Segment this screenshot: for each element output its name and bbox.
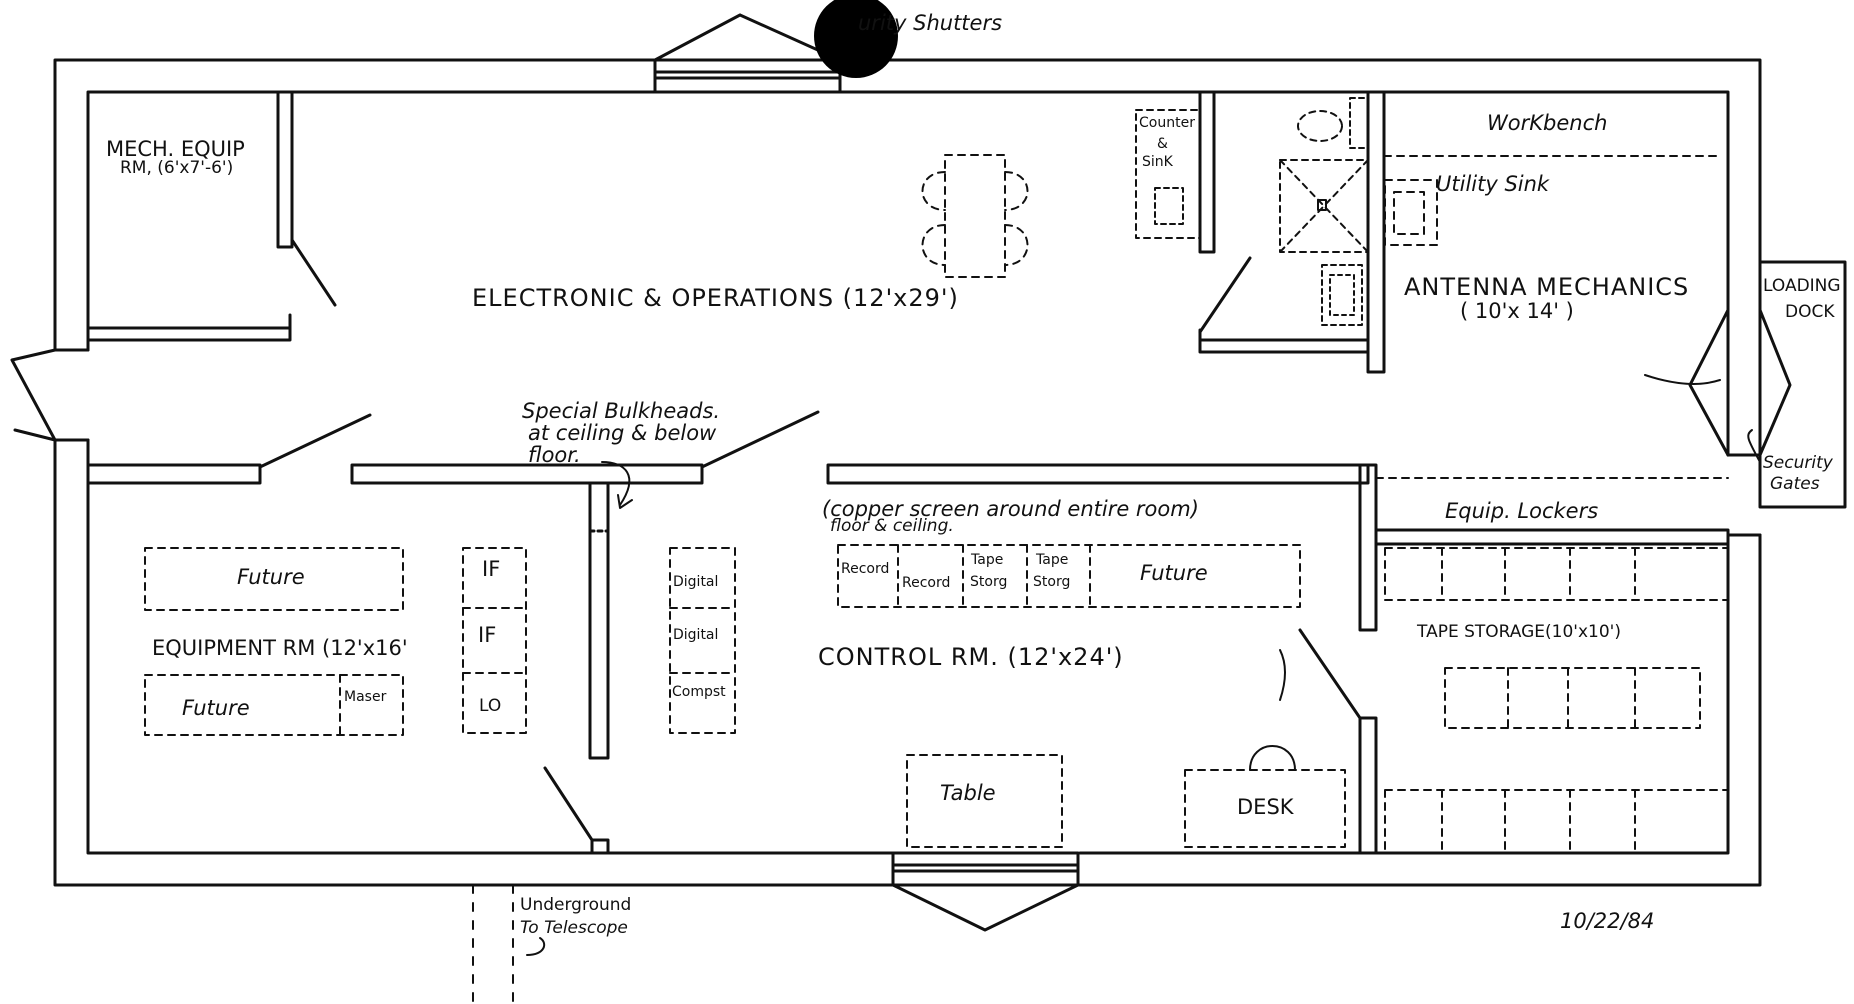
future-label-2: Future bbox=[182, 696, 250, 720]
record-label-2: Record bbox=[902, 575, 951, 591]
middle-partition bbox=[86, 410, 1378, 632]
bulkheads-label-1: Special Bulkheads. bbox=[522, 399, 721, 423]
tape-storg-label-2a: Tape bbox=[1036, 552, 1069, 568]
underground-label-1: Underground bbox=[520, 895, 632, 915]
lockers-tape-storage bbox=[1279, 477, 1730, 855]
kitchen-area bbox=[1135, 90, 1386, 374]
ink-blot bbox=[814, 0, 898, 78]
bottom-window bbox=[891, 851, 1080, 932]
bulkheads-label-3: floor. bbox=[528, 443, 581, 467]
equip-control-partition bbox=[543, 461, 633, 855]
tape-storage-label: TAPE STORAGE(10'x10') bbox=[1417, 622, 1621, 642]
counter-sink-label-1: Counter bbox=[1139, 115, 1195, 131]
counter-sink-label-3: SinK bbox=[1142, 154, 1173, 170]
equipment-room-label: EQUIPMENT RM (12'x16' bbox=[152, 636, 408, 660]
table-label: Table bbox=[940, 781, 996, 805]
future-label-1: Future bbox=[237, 565, 305, 589]
workbench-label: WorKbench bbox=[1487, 111, 1608, 135]
bulkheads-label-2: at ceiling & below bbox=[528, 421, 717, 445]
loading-dock bbox=[1644, 260, 1847, 509]
security-gates-label-2: Gates bbox=[1770, 474, 1820, 494]
security-gates-label-1: Security bbox=[1763, 453, 1833, 473]
maser-label: Maser bbox=[344, 689, 387, 705]
underground-conduit bbox=[472, 884, 514, 1004]
record-label-1: Record bbox=[841, 561, 890, 577]
if-label-1: IF bbox=[482, 557, 501, 581]
loading-dock-label-1: LOADING bbox=[1763, 276, 1841, 296]
digital-label-2: Digital bbox=[673, 627, 719, 643]
counter-sink-label-2: & bbox=[1157, 136, 1168, 152]
lo-label: LO bbox=[479, 696, 502, 716]
tape-storg-label-1a: Tape bbox=[971, 552, 1004, 568]
if-label-2: IF bbox=[478, 623, 497, 647]
loading-dock-label-2: DOCK bbox=[1785, 302, 1835, 322]
desk-label: DESK bbox=[1237, 795, 1294, 819]
antenna-fixtures bbox=[1383, 155, 1721, 246]
equipment-racks bbox=[144, 547, 736, 736]
left-door bbox=[10, 348, 57, 442]
operations-table bbox=[921, 154, 1029, 278]
copper-screen-label-1: (copper screen around entire room) bbox=[822, 497, 1199, 521]
date-label: 10/22/84 bbox=[1560, 909, 1655, 933]
security-gate-arrow bbox=[1747, 429, 1761, 463]
outer-walls bbox=[53, 58, 1762, 887]
mech-equip-dims-label: RM, (6'x7'-6') bbox=[120, 158, 234, 178]
control-racks bbox=[837, 544, 1346, 848]
underground-arrow bbox=[526, 937, 546, 956]
copper-screen-label-2: floor & ceiling. bbox=[830, 516, 954, 536]
compst-label: Compst bbox=[672, 684, 726, 700]
equip-lockers-label: Equip. Lockers bbox=[1445, 499, 1599, 523]
mech-equip-label: MECH. EQUIP bbox=[106, 137, 245, 161]
digital-label-1: Digital bbox=[673, 574, 719, 590]
electronic-operations-label: ELECTRONIC & OPERATIONS (12'x29') bbox=[472, 284, 959, 312]
tape-storg-label-2b: Storg bbox=[1033, 574, 1071, 590]
security-shutters-label: urity Shutters bbox=[858, 11, 1003, 35]
control-room-label: CONTROL RM. (12'x24') bbox=[818, 643, 1124, 671]
top-window bbox=[653, 13, 842, 94]
utility-sink-label: Utility Sink bbox=[1436, 172, 1550, 196]
antenna-mechanics-dims-label: ( 10'x 14' ) bbox=[1460, 299, 1574, 323]
tape-storg-label-1b: Storg bbox=[970, 574, 1008, 590]
underground-label-2: To Telescope bbox=[520, 918, 628, 938]
antenna-mechanics-label: ANTENNA MECHANICS bbox=[1404, 273, 1690, 301]
mech-room-walls bbox=[86, 90, 337, 342]
future-label-3: Future bbox=[1140, 561, 1208, 585]
